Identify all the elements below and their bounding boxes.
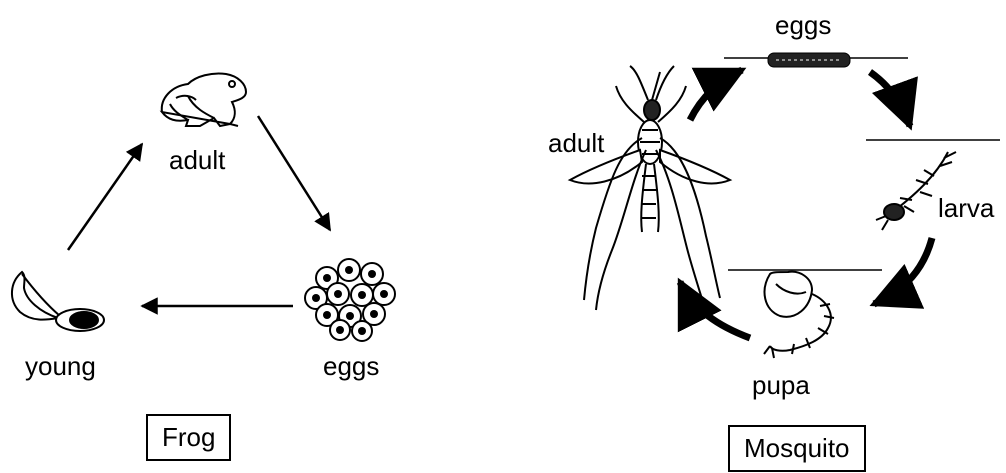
arrow-adult-to-eggs — [258, 116, 330, 230]
mosquito-eggs-label: eggs — [775, 12, 831, 38]
frog-adult-label: adult — [169, 147, 225, 173]
frog-adult-icon — [162, 73, 246, 126]
arrow-pupa-to-adult — [680, 282, 750, 338]
arrow-larva-to-pupa — [874, 238, 932, 304]
frog-young-label: young — [25, 353, 96, 379]
mosquito-adult-icon — [570, 66, 730, 312]
mosquito-cycle — [570, 53, 1000, 358]
frog-title-box: Frog — [146, 414, 231, 461]
arrow-young-to-adult — [68, 144, 142, 250]
frog-eggs-label: eggs — [323, 353, 379, 379]
frog-cycle — [12, 73, 395, 341]
frog-eggs-icon — [305, 259, 395, 341]
mosquito-eggs-icon — [768, 53, 850, 67]
mosquito-title-box: Mosquito — [728, 425, 866, 472]
mosquito-adult-label: adult — [548, 130, 604, 156]
mosquito-pupa-icon — [764, 272, 834, 358]
mosquito-larva-label: larva — [938, 195, 994, 221]
mosquito-pupa-label: pupa — [752, 372, 810, 398]
arrow-adult-to-eggs — [690, 70, 742, 120]
arrow-eggs-to-larva — [870, 72, 910, 126]
frog-young-icon — [12, 272, 104, 331]
